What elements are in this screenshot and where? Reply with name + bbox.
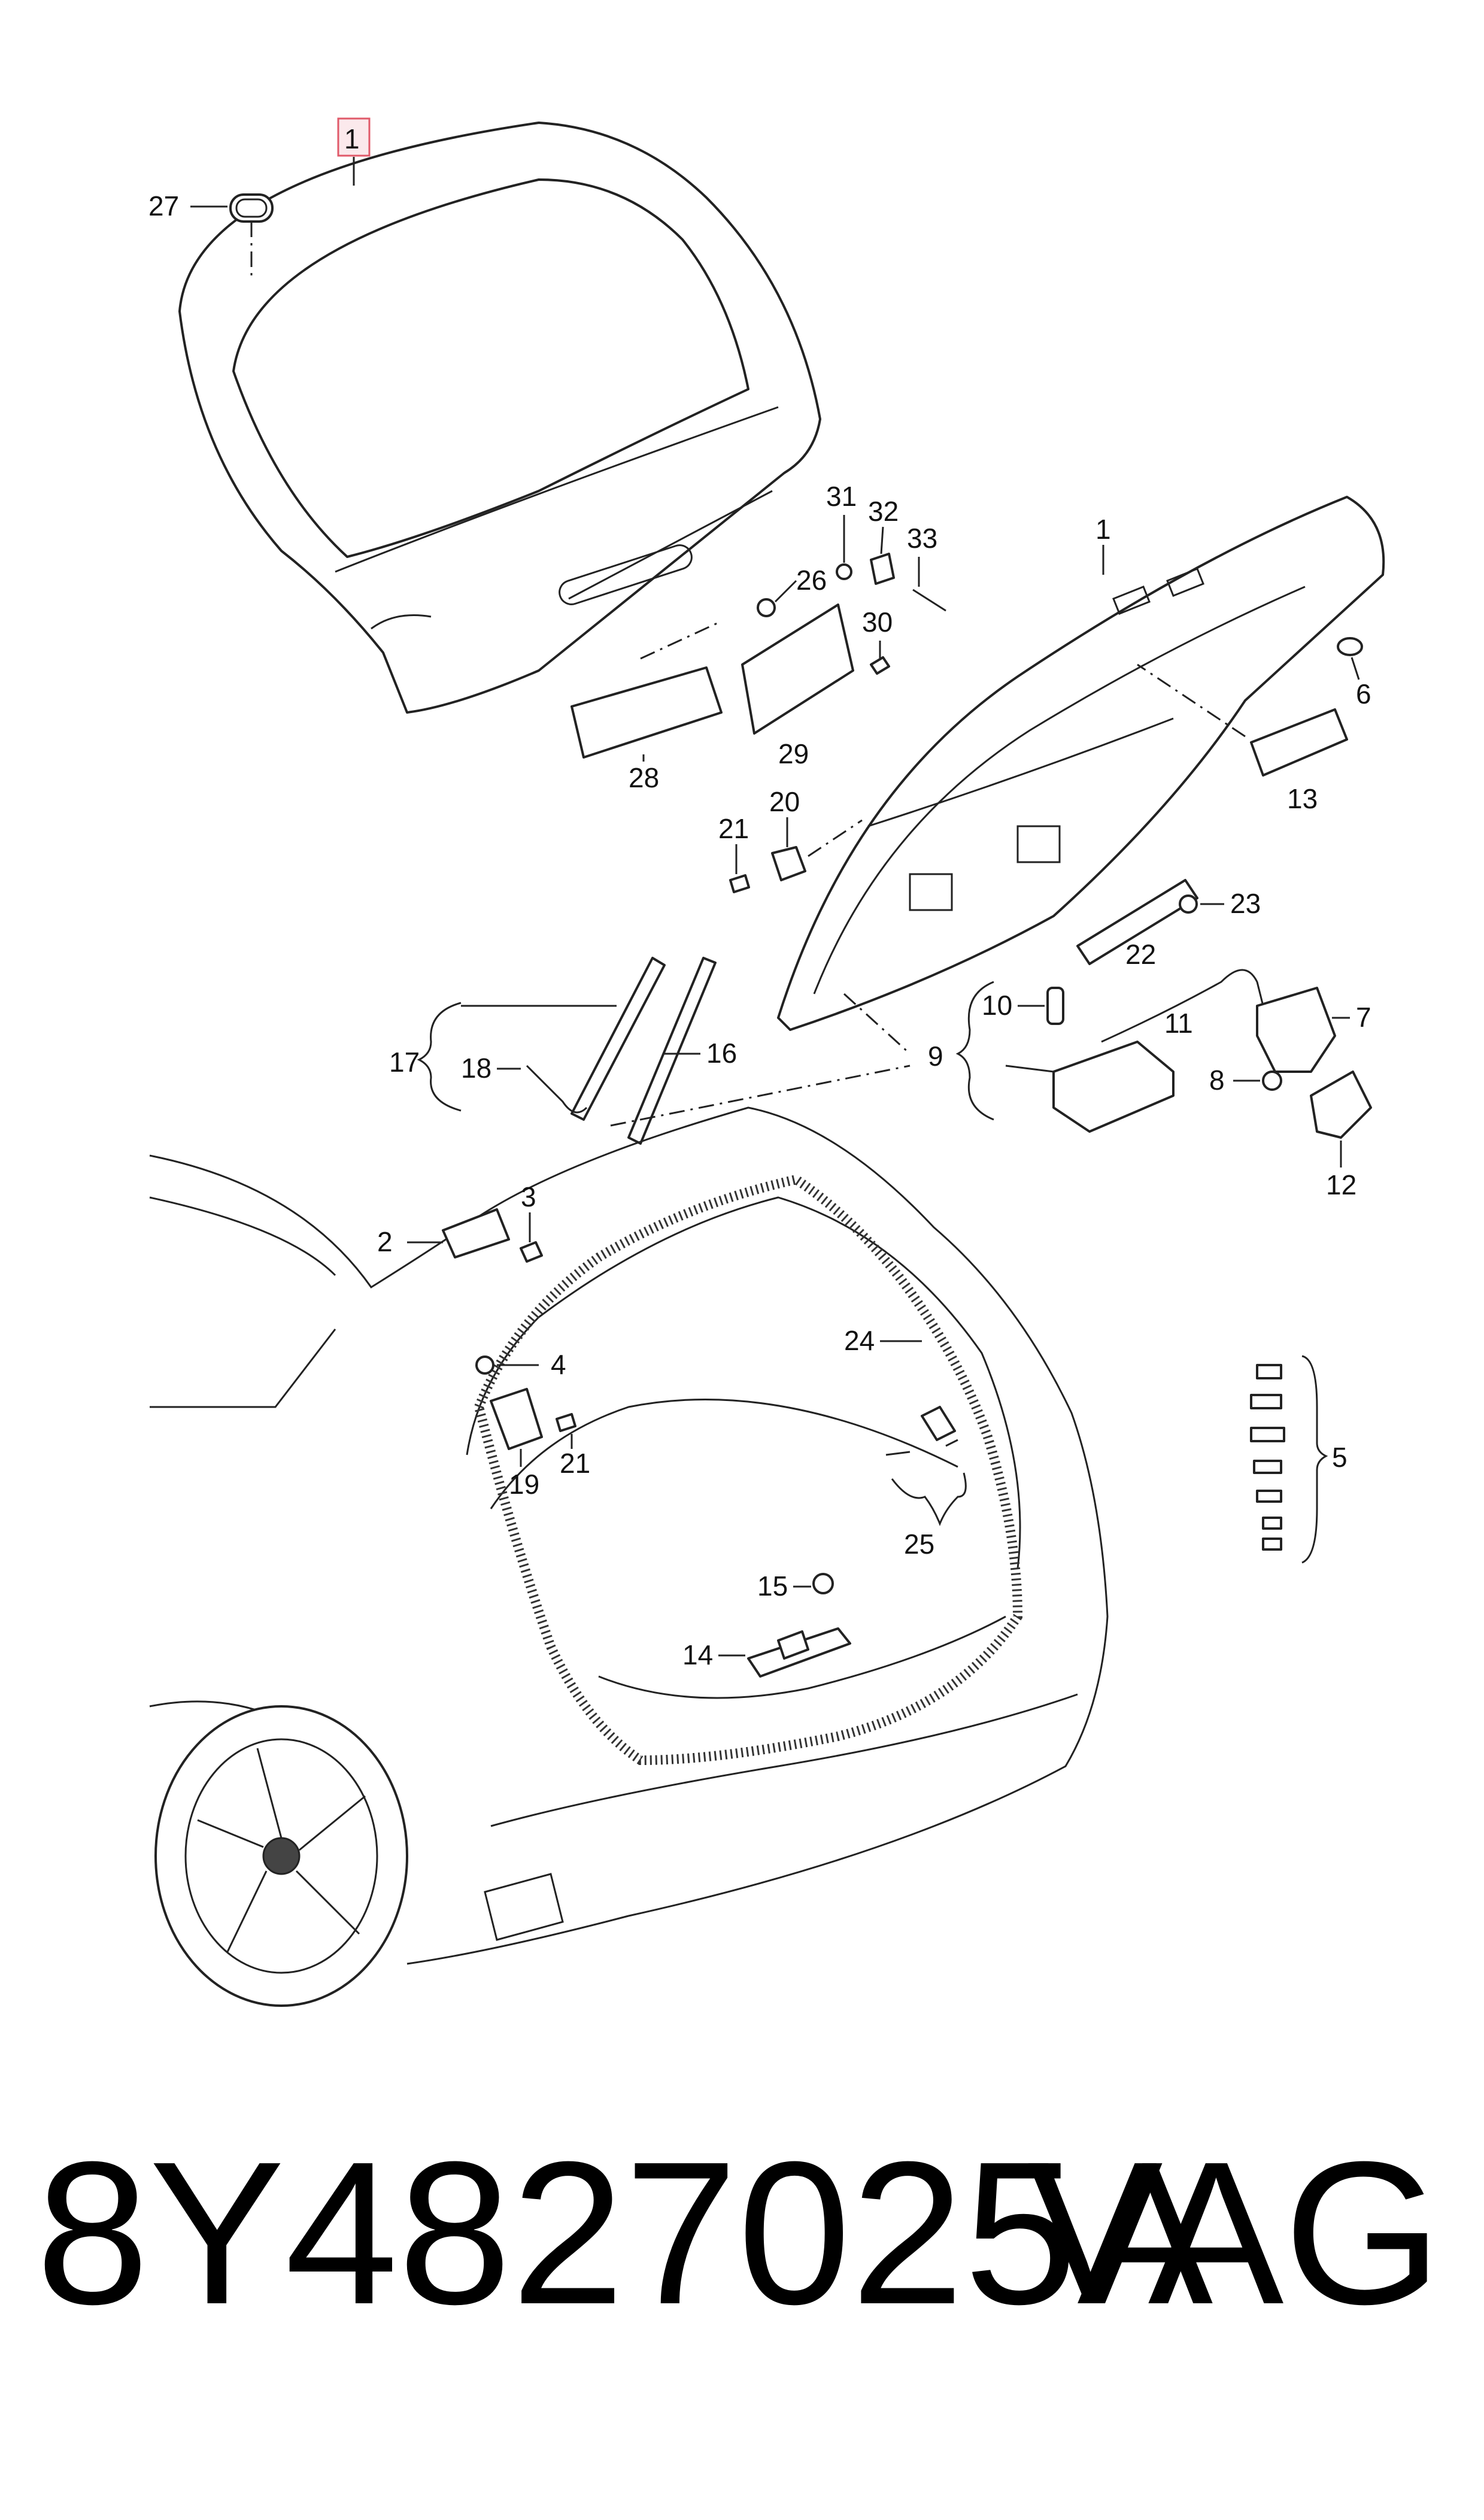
tailgate-outer-panel — [178, 122, 821, 714]
highlight-box — [337, 117, 371, 157]
part-13-handle — [1250, 708, 1348, 777]
callout-27: 27 — [148, 190, 179, 222]
callout-10: 10 — [982, 990, 1012, 1021]
callout-30: 30 — [862, 607, 893, 638]
part-10-connector — [1046, 987, 1064, 1025]
part-5-fastener-set — [1250, 1364, 1285, 1551]
callout-23: 23 — [1230, 888, 1261, 919]
part-27-emblem — [229, 193, 274, 223]
part-9-actuator — [1052, 1041, 1175, 1133]
callout-14: 14 — [682, 1639, 713, 1670]
part-16-gas-strut-right — [627, 957, 717, 1145]
callout-12: 12 — [1326, 1169, 1356, 1200]
footer: 8Y4827025A VAG — [0, 2131, 1484, 2383]
part-6-grommet — [1337, 637, 1363, 656]
part-23-nut — [1179, 894, 1198, 914]
callout-17: 17 — [389, 1047, 420, 1078]
callout-20: 20 — [769, 786, 800, 817]
part-20-ball-stud — [771, 846, 806, 881]
part-29-bracket — [741, 604, 854, 735]
part-31-washer — [836, 563, 852, 580]
part-19-bracket — [490, 1388, 543, 1450]
callout-21-upper: 21 — [718, 813, 749, 844]
callout-3: 3 — [521, 1181, 536, 1212]
exploded-parts-diagram: 1 27 28 29 26 30 31 32 33 1 6 13 — [148, 117, 1385, 2007]
callout-16: 16 — [706, 1038, 737, 1069]
part-15-nut — [812, 1573, 834, 1594]
callout-21-lower: 21 — [560, 1448, 590, 1479]
callout-22: 22 — [1125, 939, 1156, 970]
callout-28: 28 — [629, 762, 659, 793]
part-33-pin — [912, 589, 946, 612]
part-28-plate — [570, 666, 723, 759]
callout-24: 24 — [844, 1325, 875, 1356]
part-12-cover — [1310, 1071, 1372, 1139]
callout-8: 8 — [1209, 1065, 1225, 1096]
callout-11: 11 — [1164, 1008, 1193, 1039]
callout-33: 33 — [907, 523, 937, 554]
callout-9: 9 — [928, 1041, 943, 1072]
callout-5: 5 — [1332, 1442, 1348, 1473]
callout-32: 32 — [868, 496, 899, 527]
part-16-gas-strut-left — [570, 957, 666, 1121]
callout-29: 29 — [778, 738, 809, 769]
part-22-lamp — [1076, 879, 1198, 965]
part-8-nut — [1262, 1071, 1282, 1091]
part-3-bolt — [520, 1241, 543, 1263]
part-7-latch — [1256, 987, 1336, 1073]
part-26-nut — [757, 598, 776, 617]
callout-31: 31 — [826, 481, 857, 512]
callout-2: 2 — [377, 1226, 393, 1257]
part-number: 8Y4827025A — [36, 2119, 1213, 2347]
part-30-screw — [870, 656, 890, 675]
brand-name: VAG — [1027, 2119, 1442, 2347]
part-21-screw-lower — [556, 1413, 576, 1432]
callout-4: 4 — [551, 1349, 566, 1380]
callout-15: 15 — [757, 1570, 788, 1602]
callout-18: 18 — [461, 1053, 491, 1084]
rear-wheel — [154, 1705, 408, 2007]
callout-1-right: 1 — [1095, 514, 1111, 545]
callout-19: 19 — [509, 1469, 539, 1500]
part-4-nut — [475, 1355, 494, 1375]
callout-13: 13 — [1287, 783, 1318, 814]
tailgate-inner-panel — [777, 496, 1385, 1031]
callout-6: 6 — [1356, 678, 1371, 709]
part-11-cable — [1101, 969, 1264, 1043]
callout-25: 25 — [904, 1529, 934, 1560]
callout-7: 7 — [1356, 1002, 1371, 1033]
part-21-screw-upper — [729, 874, 750, 893]
part-2-hinge — [442, 1208, 510, 1259]
part-25-striker — [921, 1406, 956, 1441]
part-18-wire — [526, 1065, 588, 1114]
callout-26: 26 — [796, 565, 827, 596]
part-32-clip — [870, 553, 895, 585]
callout-1-top: 1 — [344, 123, 360, 154]
